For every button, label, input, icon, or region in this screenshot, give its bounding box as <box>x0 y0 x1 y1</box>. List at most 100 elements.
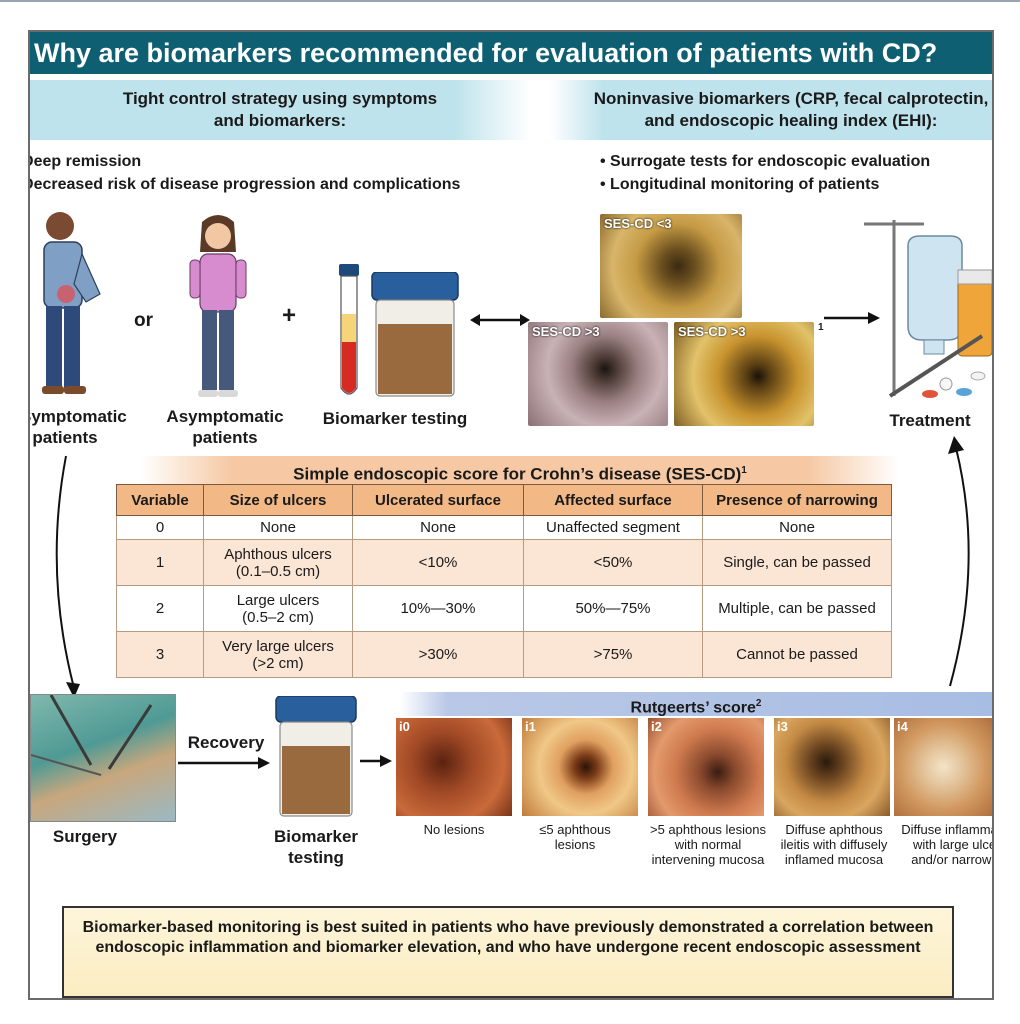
biomarker-testing-2-label: Biomarker testing <box>256 826 376 868</box>
symptomatic-patient-illustration <box>42 212 101 394</box>
rutgeerts-tag: i0 <box>399 719 410 734</box>
table-cell: 50%—75% <box>523 585 703 632</box>
symptomatic-text: Symptomatic patients <box>28 407 127 447</box>
treatment-illustration <box>864 220 992 398</box>
table-cell: Unaffected segment <box>523 515 703 540</box>
col-affected-surface: Affected surface <box>523 484 703 516</box>
asymptomatic-label: Asymptomatic patients <box>150 406 300 448</box>
rutgeerts-caption-i1: ≤5 aphthous lesions <box>539 822 611 852</box>
recovery-label: Recovery <box>187 733 265 752</box>
plus-label: + <box>282 302 297 329</box>
ses-high-1-label: SES-CD >3 <box>532 324 600 339</box>
table-cell: 10%—30% <box>352 585 524 632</box>
infographic-frame: Why are biomarkers recommended for evalu… <box>28 30 994 1000</box>
top-rule <box>0 0 1020 2</box>
table-cell: Large ulcers (0.5–2 cm) <box>203 585 353 632</box>
asymptomatic-patient-illustration <box>189 215 247 397</box>
ses-table-title-text: Simple endoscopic score for Crohn’s dise… <box>293 464 742 484</box>
rutgeerts-image-i3: i3 <box>774 718 890 816</box>
surgery-label: Surgery <box>52 827 118 846</box>
left-bullet-1: • Deep remission <box>30 153 142 170</box>
table-cell: None <box>203 515 353 540</box>
ses-table-ref: 1 <box>741 465 747 476</box>
flow-arrow-up-right <box>948 436 970 687</box>
blood-test-tube-icon <box>339 264 359 395</box>
arrow-to-rutgeerts-icon <box>360 755 392 767</box>
endoscopy-image-ses-high-1: SES-CD >3 <box>528 322 668 426</box>
right-bullet-2: • Longitudinal monitoring of patients <box>600 176 880 193</box>
table-cell: >75% <box>523 631 703 678</box>
ses-high-2-label: SES-CD >3 <box>678 324 746 339</box>
rutgeerts-image-i4: i4 <box>894 718 992 816</box>
arrow-to-treatment-icon <box>824 312 880 324</box>
table-cell: Aphthous ulcers (0.1–0.5 cm) <box>203 539 353 586</box>
arrow-recovery-icon <box>178 757 270 769</box>
flow-arrow-down-left <box>55 455 80 698</box>
biomarker-testing-label: Biomarker testing <box>322 409 468 428</box>
table-cell: Multiple, can be passed <box>702 585 892 632</box>
ses-table-header-row: Variable Size of ulcers Ulcerated surfac… <box>116 484 892 516</box>
conclusion-box: Biomarker-based monitoring is best suite… <box>62 906 954 998</box>
table-cell: 3 <box>116 631 204 678</box>
table-row: 0 None None Unaffected segment None <box>116 515 892 540</box>
rutgeerts-tag: i4 <box>897 719 908 734</box>
rutgeerts-caption-i2: >5 aphthous lesions with normal interven… <box>649 822 766 867</box>
surgery-instruments-icon <box>30 694 153 776</box>
treatment-label: Treatment <box>889 411 971 430</box>
table-cell: 0 <box>116 515 204 540</box>
right-bullets: • Surrogate tests for endoscopic evaluat… <box>600 150 930 196</box>
rutgeerts-tag: i3 <box>777 719 788 734</box>
table-cell: Very large ulcers (>2 cm) <box>203 631 353 678</box>
rutgeerts-image-i1: i1 <box>522 718 638 816</box>
col-ulcerated-surface: Ulcerated surface <box>352 484 524 516</box>
col-size-of-ulcers: Size of ulcers <box>203 484 353 516</box>
table-cell: 1 <box>116 539 204 586</box>
left-bullet-2: • Decreased risk of disease progression … <box>28 176 461 193</box>
left-bullets: • Deep remission • Decreased risk of dis… <box>28 150 461 196</box>
ses-low-label: SES-CD <3 <box>604 216 672 231</box>
specimen-jar-2-icon <box>275 696 357 817</box>
page-title: Why are biomarkers recommended for evalu… <box>30 32 992 74</box>
specimen-jar-icon <box>371 272 459 397</box>
rutgeerts-ref: 2 <box>755 698 762 709</box>
table-cell: >30% <box>352 631 524 678</box>
asymptomatic-text: Asymptomatic patients <box>166 407 284 447</box>
rutgeerts-tag: i2 <box>651 719 662 734</box>
biomarker-testing-2-text: Biomarker testing <box>273 827 359 867</box>
right-header-line2: and endoscopic healing index (EHI): <box>644 111 938 130</box>
col-presence-of-narrowing: Presence of narrowing <box>702 484 892 516</box>
left-section-header: Tight control strategy using symptoms an… <box>30 80 530 140</box>
or-label: or <box>134 310 153 331</box>
rutgeerts-tag: i1 <box>525 719 536 734</box>
symptomatic-label: Symptomatic patients <box>30 406 127 448</box>
table-cell: None <box>702 515 892 540</box>
table-row: 1 Aphthous ulcers (0.1–0.5 cm) <10% <50%… <box>116 539 892 586</box>
table-cell: <10% <box>352 539 524 586</box>
surgery-photo <box>30 694 176 822</box>
table-cell: Cannot be passed <box>702 631 892 678</box>
table-cell: <50% <box>523 539 703 586</box>
left-header-line1: Tight control strategy using symptoms <box>122 89 438 108</box>
scope-ref-mark: 1 <box>818 322 824 333</box>
table-cell: 2 <box>116 585 204 632</box>
double-arrow-icon <box>470 314 530 326</box>
table-row: 3 Very large ulcers (>2 cm) >30% >75% Ca… <box>116 631 892 678</box>
table-cell: Single, can be passed <box>702 539 892 586</box>
rutgeerts-caption-i3: Diffuse aphthous ileitis with diffusely … <box>780 822 888 867</box>
ses-cd-table: Variable Size of ulcers Ulcerated surfac… <box>116 484 892 678</box>
endoscopy-image-ses-high-2: SES-CD >3 <box>674 322 814 426</box>
conclusion-text: Biomarker-based monitoring is best suite… <box>82 919 934 956</box>
rutgeerts-caption-i4: Diffuse inflammation with large ulcers a… <box>901 822 992 867</box>
endoscopy-image-ses-low: SES-CD <3 <box>600 214 742 318</box>
rutgeerts-title-text: Rutgeerts’ score <box>630 699 756 717</box>
rutgeerts-image-i2: i2 <box>648 718 764 816</box>
rutgeerts-title: Rutgeerts’ score2 <box>400 692 992 716</box>
table-row: 2 Large ulcers (0.5–2 cm) 10%—30% 50%—75… <box>116 585 892 632</box>
col-variable: Variable <box>116 484 204 516</box>
right-bullet-1: • Surrogate tests for endoscopic evaluat… <box>600 153 931 170</box>
rutgeerts-image-i0: i0 <box>396 718 512 816</box>
left-header-line2: and biomarkers: <box>213 111 347 130</box>
table-cell: None <box>352 515 524 540</box>
rutgeerts-caption-i0: No lesions <box>423 822 485 837</box>
right-section-header: Noninvasive biomarkers (CRP, fecal calpr… <box>550 80 992 140</box>
